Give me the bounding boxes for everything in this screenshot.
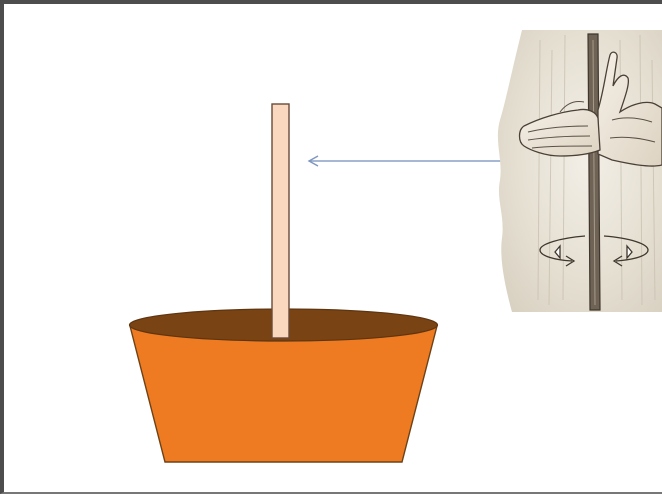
stick bbox=[272, 104, 289, 338]
hands-rubbing-stick-sketch bbox=[498, 30, 662, 312]
pot-body bbox=[130, 326, 437, 462]
stick-icon bbox=[272, 104, 289, 338]
